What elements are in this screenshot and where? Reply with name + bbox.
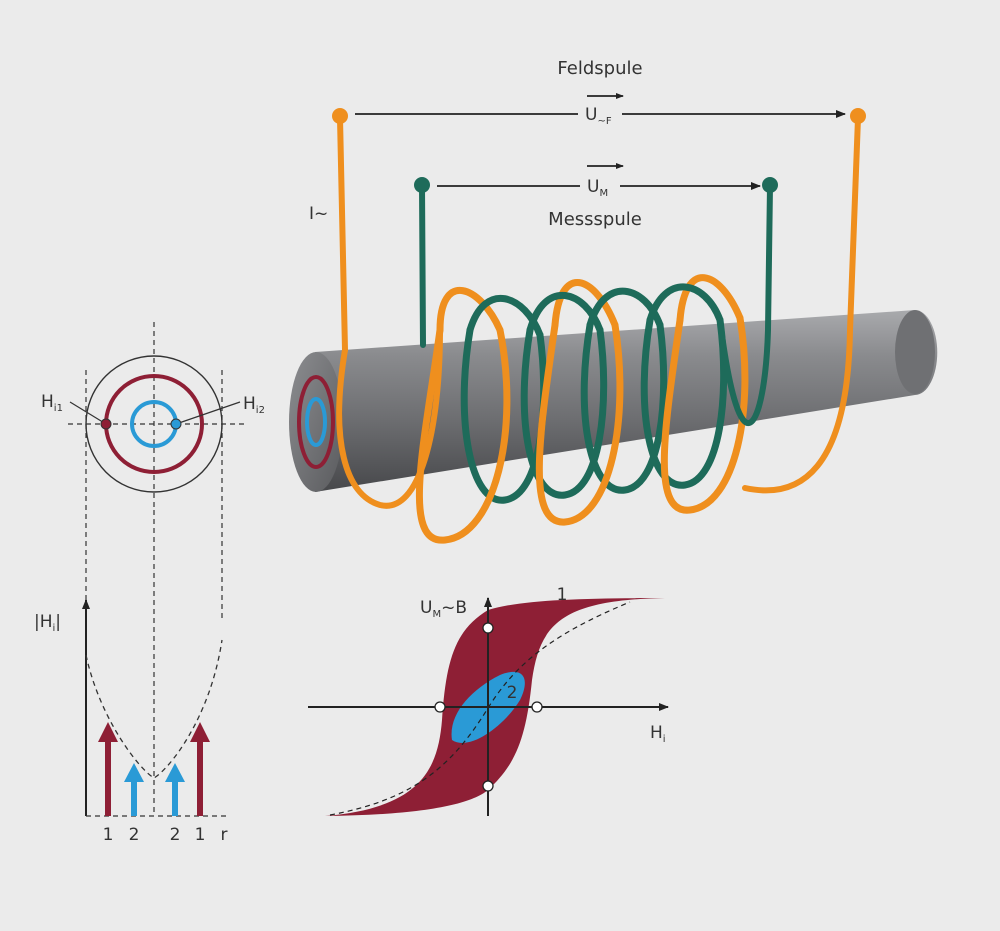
hyst-y-label: UM~B — [420, 598, 467, 620]
coercivity-left — [434, 701, 446, 713]
loop-inner-label: 2 — [507, 683, 518, 703]
abs-h-label: |Hi| — [34, 612, 61, 634]
field-coil-front — [415, 314, 749, 544]
coercivity-right — [531, 701, 543, 713]
field-coil-back — [436, 274, 744, 334]
r-tick-1b: 1 — [195, 825, 206, 845]
field-terminal-left — [332, 108, 348, 124]
measure-coil-label: Messspule — [548, 209, 642, 230]
hi1-label: Hi1 — [41, 392, 63, 414]
field-coil-leads — [336, 115, 861, 509]
r-tick-2b: 2 — [170, 825, 181, 845]
measure-coil-front — [460, 316, 728, 504]
hi1-point — [100, 418, 112, 430]
rod-end-inner-ring — [305, 397, 327, 447]
r-axis-label: r — [221, 825, 228, 845]
measure-voltage-label: UM — [587, 177, 608, 199]
hi2-point — [170, 418, 182, 430]
r-tick-2a: 2 — [129, 825, 140, 845]
current-label: I~ — [309, 204, 328, 224]
profile-curve — [85, 639, 223, 779]
hi2-label: Hi2 — [243, 394, 265, 416]
remanence-top — [482, 622, 494, 634]
loop-outer-label: 1 — [557, 585, 568, 605]
field-profile-graph: |Hi| 1 2 2 1 r — [34, 599, 230, 845]
coil-assembly: Feldspule U~F UM Messspule I~ — [289, 58, 938, 544]
measure-terminal-right — [762, 177, 778, 193]
rod-end-outer-ring — [297, 375, 335, 469]
outer-field-arrows — [98, 722, 210, 816]
r-tick-1a: 1 — [103, 825, 114, 845]
field-coil-label: Feldspule — [557, 58, 642, 79]
hyst-x-label: Hi — [650, 723, 666, 745]
field-terminal-right — [850, 108, 866, 124]
cross-section: Hi1 Hi2 — [41, 322, 265, 815]
remanence-bottom — [482, 780, 494, 792]
rod-end-face — [289, 352, 343, 492]
measure-terminal-left — [414, 177, 430, 193]
measure-coil-back — [466, 283, 724, 339]
field-voltage-label: U~F — [585, 105, 612, 127]
initial-magnetization-curve — [329, 601, 631, 816]
hysteresis-graph: UM~B Hi 1 2 — [308, 585, 669, 816]
measure-coil-leads — [419, 183, 773, 426]
inner-field-arrows — [124, 763, 185, 816]
